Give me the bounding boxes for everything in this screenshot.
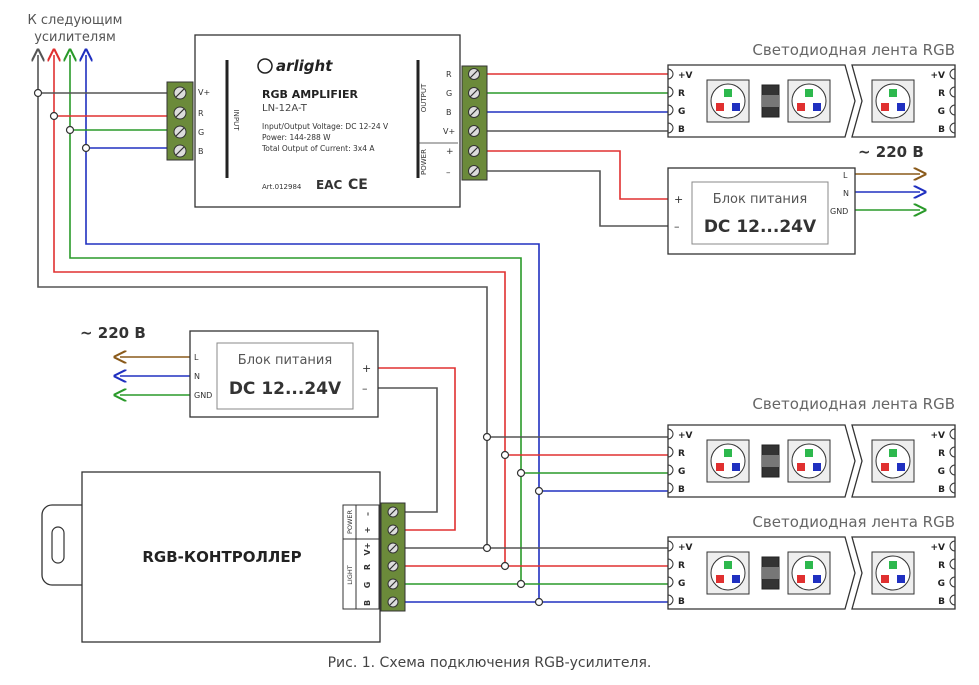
svg-text:POWER: POWER [346,509,354,534]
strip-pin-label-right: R [938,89,945,99]
amp-spec-voltage: Input/Output Voltage: DC 12-24 V [262,122,389,131]
strip-pin-label-right: G [938,579,945,589]
psu-left-mains: ~ 220 В [80,324,146,342]
svg-text:–: – [363,512,372,516]
strip-pin-label: B [678,485,685,495]
strip-pin-label-right: +V [930,431,945,441]
power-supply-right: Блок питания DC 12...24V + – L N GND ~ 2… [667,143,924,255]
ce-mark: CE [348,177,368,193]
amp-input-label: INPUT [232,110,240,132]
rgb-amplifier: V+ R G B INPUT arlight RGB AMPLIFIER LN-… [166,34,488,208]
svg-text:GND: GND [830,207,848,216]
next-amplifiers-label-1: К следующим [28,13,123,28]
svg-text:B: B [198,147,204,156]
svg-text:V+: V+ [443,127,455,136]
svg-text:B: B [363,600,372,606]
svg-text:R: R [198,109,204,118]
strip-pin-label-right: B [938,485,945,495]
rgb-controller: RGB-КОНТРОЛЛЕР POWER LIGHT – + V+ R G B [41,471,406,643]
strip-pin-label: R [678,89,685,99]
strip-pin-label-right: R [938,561,945,571]
strip-pin-label-right: R [938,449,945,459]
strip-pin-label: +V [678,431,693,441]
psu-right-mains: ~ 220 В [858,143,924,161]
svg-text:G: G [446,89,452,98]
svg-text:+: + [363,527,372,534]
strip-pin-label-right: B [938,597,945,607]
svg-text:B: B [446,108,452,117]
strip-pin-label: G [678,467,685,477]
strip-pin-label-right: +V [930,543,945,553]
strip-pin-label: B [678,597,685,607]
amp-output-terminal [461,65,488,181]
wires [33,55,921,607]
arlight-logo-icon [257,58,273,74]
svg-text:L: L [194,353,199,362]
amp-brand: arlight [276,57,333,75]
power-supply-left: Блок питания DC 12...24V + – L N GND ~ 2… [80,324,379,418]
strip-pin-label: +V [678,543,693,553]
strip-pin-label-right: G [938,107,945,117]
junction-dots [33,88,544,607]
psu-right-voltage: DC 12...24V [704,217,817,237]
strip-pin-label: +V [678,71,693,81]
svg-text:–: – [446,168,451,178]
strip-pin-label-right: G [938,467,945,477]
amp-spec-power: Power: 144-288 W [262,133,331,142]
svg-text:–: – [674,220,680,233]
controller-terminal [380,502,406,612]
figure-caption: Рис. 1. Схема подключения RGB-усилителя. [327,655,652,671]
svg-text:+: + [362,362,371,375]
strip-pin-label: B [678,125,685,135]
svg-text:N: N [194,372,200,381]
svg-text:GND: GND [194,391,212,400]
svg-text:R: R [446,70,452,79]
svg-text:+: + [446,147,454,157]
strip-pin-label: R [678,449,685,459]
amp-spec-current: Total Output of Current: 3x4 A [261,144,375,153]
strip-title: Светодиодная лента RGB [752,513,955,531]
amp-power-label: POWER [420,149,428,175]
svg-text:L: L [843,171,848,180]
amp-title: RGB AMPLIFIER [262,88,358,101]
svg-text:V+: V+ [363,543,372,556]
svg-text:G: G [363,582,372,589]
svg-text:LIGHT: LIGHT [346,565,354,584]
psu-right-title: Блок питания [713,192,807,207]
svg-text:N: N [843,189,849,198]
svg-text:V+: V+ [198,88,210,97]
amp-output-label: OUTPUT [420,83,428,112]
next-amplifiers-label-2: усилителям [34,30,116,45]
strip-pin-label: R [678,561,685,571]
strip-pin-label-right: +V [930,71,945,81]
svg-text:+: + [674,193,683,206]
eac-mark: EAC [316,178,342,192]
strip-pin-label-right: B [938,125,945,135]
svg-text:–: – [362,382,368,395]
strip-pin-label: G [678,579,685,589]
psu-left-title: Блок питания [238,353,332,368]
strip-title: Светодиодная лента RGB [752,41,955,59]
amp-article: Art.012984 [262,183,302,191]
strip-title: Светодиодная лента RGB [752,395,955,413]
controller-title: RGB-КОНТРОЛЛЕР [142,548,301,566]
svg-text:G: G [198,128,204,137]
strip-pin-label: G [678,107,685,117]
amp-model: LN-12A-T [262,103,308,114]
psu-left-voltage: DC 12...24V [229,379,342,399]
svg-text:R: R [363,564,372,570]
